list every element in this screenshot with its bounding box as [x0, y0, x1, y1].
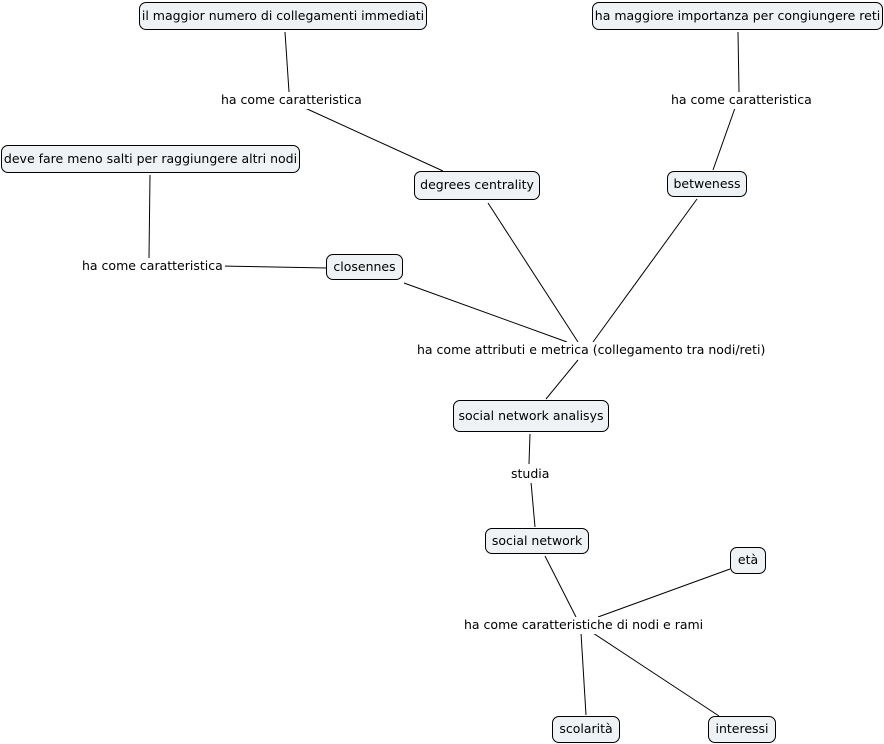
edge-studia-to-social-network	[530, 481, 536, 528]
node-closennes[interactable]: closennes	[326, 254, 403, 280]
node-social-network-analisys[interactable]: social network analisys	[453, 400, 609, 432]
edge-social-network-to-caratteristiche	[544, 555, 577, 618]
node-maggiore-importanza[interactable]: ha maggiore importanza per congiungere r…	[592, 2, 883, 30]
edge-sna-to-studia	[528, 433, 531, 465]
link-caratteristica-degrees: ha come caratteristica	[219, 92, 364, 109]
node-meno-salti[interactable]: deve fare meno salti per raggiungere alt…	[1, 145, 300, 173]
edge-caratteristiche-to-scolarita	[580, 632, 587, 716]
edge-meno-salti-to-label	[148, 174, 151, 259]
node-social-network[interactable]: social network	[485, 528, 589, 554]
link-caratteristica-betweness: ha come caratteristica	[669, 92, 814, 109]
edge-attributi-to-sna	[545, 359, 579, 400]
edge-label-to-degrees-centrality	[304, 107, 444, 172]
edge-maggiore-importanza-to-label	[737, 31, 740, 93]
edge-betweness-to-attributi	[592, 198, 698, 343]
node-betweness[interactable]: betweness	[667, 171, 747, 197]
edge-label-to-closennes	[219, 265, 328, 269]
edge-caratteristiche-to-interessi	[592, 632, 720, 717]
edge-maggior-numero-to-label	[284, 31, 290, 93]
node-interessi[interactable]: interessi	[708, 716, 776, 743]
node-scolarita[interactable]: scolarità	[552, 716, 620, 743]
node-maggior-numero[interactable]: il maggior numero di collegamenti immedi…	[139, 2, 427, 30]
link-caratteristiche-nodi: ha come caratteristiche di nodi e rami	[462, 617, 706, 634]
node-eta[interactable]: età	[730, 547, 766, 574]
link-caratteristica-closennes: ha come caratteristica	[80, 258, 225, 275]
node-degrees-centrality[interactable]: degrees centrality	[414, 171, 540, 200]
edge-closennes-to-attributi	[403, 282, 568, 343]
edge-degrees-to-attributi	[487, 202, 579, 343]
edge-label-to-betweness	[712, 107, 736, 171]
link-attributi-metrica: ha come attributi e metrica (collegament…	[415, 342, 768, 359]
link-studia: studia	[509, 466, 552, 483]
edge-caratteristiche-to-eta	[597, 568, 731, 618]
